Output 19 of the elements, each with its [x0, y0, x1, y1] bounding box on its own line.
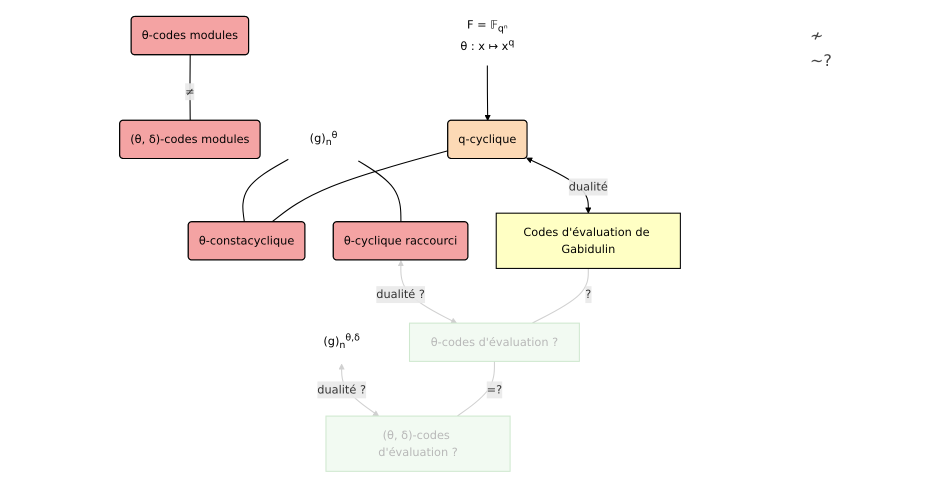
note-label: ≁ — [810, 26, 824, 45]
node-box: θ-codes d'évaluation ? — [408, 322, 580, 362]
connector — [242, 158, 289, 222]
note-label: ∼? — [810, 51, 833, 70]
edge-label: dualité — [568, 180, 608, 194]
connector — [532, 268, 589, 324]
edge-label: ? — [585, 288, 592, 301]
edge-label: =? — [486, 382, 502, 396]
arrow — [484, 66, 491, 121]
node-box: Codes d'évaluation de Gabidulin — [496, 212, 681, 269]
edge-label: ≠ — [185, 84, 195, 98]
connector — [358, 160, 402, 222]
connector — [189, 55, 191, 121]
edge-label: dualité ? — [317, 382, 366, 396]
edge-label: dualité ? — [376, 288, 425, 301]
connector — [456, 361, 495, 417]
node-box: (θ, δ)-codes d'évaluation ? — [325, 416, 511, 472]
node-text: F = 𝔽$_{qⁿ}$ θ : x ↦ x$^{q}$ — [460, 18, 514, 53]
connector — [271, 150, 448, 222]
